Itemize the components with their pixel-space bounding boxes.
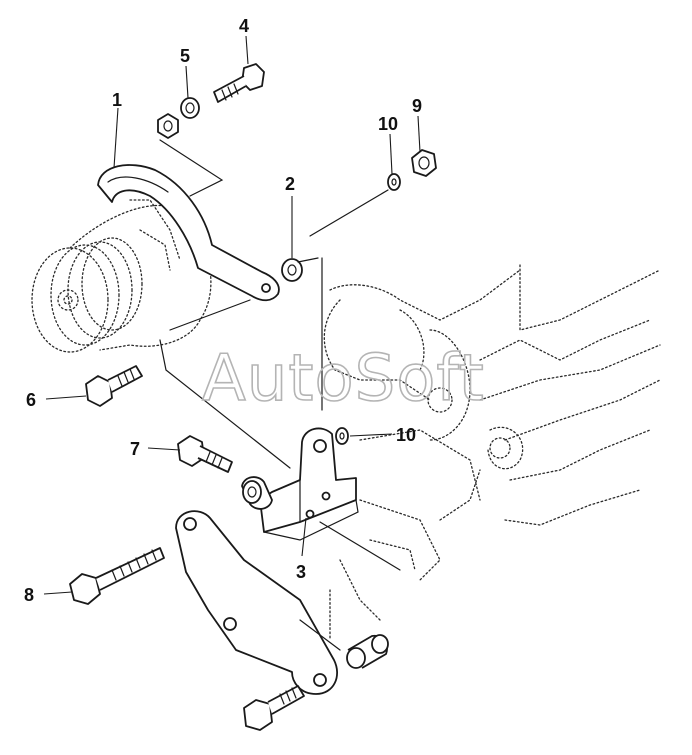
bolt-part-6 xyxy=(85,365,143,407)
nut-part-9 xyxy=(411,149,437,177)
sleeve-bushing xyxy=(346,634,389,669)
spacer-bushing-part-2 xyxy=(281,258,303,282)
bracket-bushing xyxy=(241,476,273,510)
washer-part-10-upper xyxy=(387,173,401,191)
bolt-bottom xyxy=(243,685,305,731)
adjusting-strap-part-1 xyxy=(97,164,280,302)
bolt-part-7 xyxy=(177,435,233,473)
callout-10-lower: 10 xyxy=(396,425,416,445)
watermark: AutoSoft xyxy=(202,342,485,416)
callout-1: 1 xyxy=(112,90,122,110)
callout-5: 5 xyxy=(180,46,190,66)
spring-washer-part-5 xyxy=(180,97,200,119)
callout-9: 9 xyxy=(412,96,422,116)
washer-part-10-lower xyxy=(335,427,349,445)
engine-block-outline xyxy=(323,264,661,641)
bolt-part-4 xyxy=(213,63,265,103)
assembly-guide-lines xyxy=(159,139,401,651)
alternator-outline xyxy=(31,199,212,353)
callout-3: 3 xyxy=(296,562,306,582)
callout-8: 8 xyxy=(24,585,34,605)
callout-numbers: 1 2 3 4 5 6 7 8 9 10 10 xyxy=(24,16,422,605)
callout-10-upper: 10 xyxy=(378,114,398,134)
callout-2: 2 xyxy=(285,174,295,194)
callout-4: 4 xyxy=(239,16,249,36)
nut-top xyxy=(157,113,179,139)
bolt-part-8 xyxy=(69,547,165,605)
callout-leader-lines xyxy=(43,35,421,595)
mounting-bracket-part-3 xyxy=(259,427,359,541)
support-plate xyxy=(175,510,338,695)
callout-7: 7 xyxy=(130,439,140,459)
callout-6: 6 xyxy=(26,390,36,410)
